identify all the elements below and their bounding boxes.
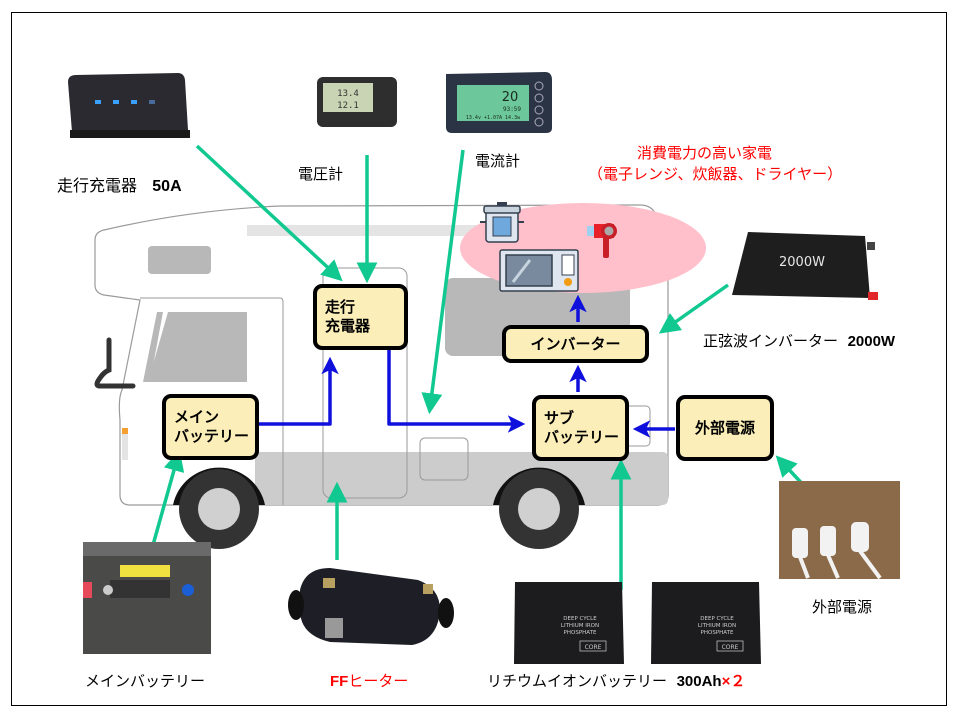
side-marker-strip bbox=[122, 434, 128, 460]
svg-text:PHOSPHATE: PHOSPHATE bbox=[564, 630, 597, 636]
sine-inverter-label: 正弦波インバーター 2000W bbox=[703, 332, 896, 350]
svg-text:LITHIUM IRON: LITHIUM IRON bbox=[561, 623, 599, 629]
external-power-box-label: 外部電源 bbox=[694, 418, 755, 437]
side-mirror bbox=[94, 337, 136, 389]
side-marker-light bbox=[122, 428, 128, 434]
ammeter-label: 電流計 bbox=[475, 152, 521, 170]
voltmeter-label: 電圧計 bbox=[298, 165, 344, 183]
windshield bbox=[143, 312, 163, 382]
voltmeter-reading-1: 13.4 bbox=[337, 89, 359, 99]
main-battery-box-line1: メイン bbox=[174, 408, 220, 426]
link-sine-inverter bbox=[658, 283, 730, 334]
lithium-battery-2: DEEP CYCLE LITHIUM IRON PHOSPHATE CORE bbox=[651, 582, 761, 664]
side-window bbox=[148, 312, 247, 382]
svg-text:CORE: CORE bbox=[722, 644, 739, 651]
travel-charger-box-line2: 充電器 bbox=[325, 317, 371, 335]
link-main-battery bbox=[151, 449, 185, 546]
power-flow-arrows bbox=[258, 294, 675, 438]
hair-dryer-icon bbox=[587, 223, 617, 258]
sine-inverter-photo: 2000W bbox=[732, 232, 878, 300]
appliances-examples: （電子レンジ、炊飯器、ドライヤー） bbox=[588, 165, 843, 183]
ammeter-reading-1: 20 bbox=[502, 90, 519, 105]
storage-hatch bbox=[419, 437, 469, 481]
arrow-charger-to-sub-battery bbox=[387, 350, 526, 433]
travel-charger-box-line1: 走行 bbox=[325, 298, 356, 316]
lithium-batteries-photo: DEEP CYCLE LITHIUM IRON PHOSPHATE CORE D… bbox=[514, 582, 761, 664]
lithium-battery-1: DEEP CYCLE LITHIUM IRON PHOSPHATE CORE bbox=[514, 582, 624, 664]
inverter-box-label: インバーター bbox=[530, 334, 621, 353]
rear-wheel bbox=[493, 467, 585, 549]
ff-heater-photo bbox=[288, 568, 454, 645]
main-battery-label: メインバッテリー bbox=[85, 672, 206, 690]
cabin-divider bbox=[140, 297, 284, 505]
svg-text:LITHIUM IRON: LITHIUM IRON bbox=[698, 623, 736, 629]
appliances-title: 消費電力の高い家電 bbox=[637, 144, 773, 162]
lithium-battery-spec: 300Ah bbox=[676, 673, 722, 690]
inverter-box: インバーター bbox=[502, 325, 649, 363]
travel-charger-photo bbox=[68, 73, 190, 138]
external-power-box: 外部電源 bbox=[676, 395, 774, 461]
main-battery-box-line2: バッテリー bbox=[174, 427, 250, 445]
ff-heater-label: FFヒーター bbox=[330, 672, 409, 690]
lithium-battery-label: リチウムイオンバッテリー 300Ah×２ bbox=[487, 672, 746, 690]
external-power-plugs-photo bbox=[779, 481, 900, 580]
ammeter-photo: 20 93:59 13.4v +1.07A 14.3w bbox=[446, 72, 552, 133]
link-ammeter bbox=[421, 149, 465, 415]
front-wheel bbox=[173, 467, 265, 549]
svg-text:PHOSPHATE: PHOSPHATE bbox=[701, 630, 734, 636]
microwave-icon bbox=[499, 249, 579, 292]
svg-text:CORE: CORE bbox=[585, 644, 602, 651]
travel-charger-box: 走行 充電器 bbox=[313, 284, 408, 350]
voltmeter-reading-2: 12.1 bbox=[337, 101, 359, 111]
svg-text:DEEP CYCLE: DEEP CYCLE bbox=[563, 616, 597, 622]
external-power-label: 外部電源 bbox=[812, 598, 873, 616]
sub-battery-box: サブ バッテリー bbox=[532, 395, 629, 461]
ammeter-reading-3: 13.4v +1.07A 14.3w bbox=[466, 115, 521, 121]
svg-text:DEEP CYCLE: DEEP CYCLE bbox=[700, 616, 734, 622]
travel-charger-spec: 50A bbox=[152, 178, 182, 195]
arrow-main-battery-to-charger bbox=[258, 356, 339, 426]
lithium-battery-multiplier: ×２ bbox=[721, 673, 746, 690]
main-battery-box: メイン バッテリー bbox=[162, 394, 259, 460]
ff-heater-prefix: FF bbox=[330, 673, 349, 690]
appliance-group bbox=[460, 202, 706, 293]
sub-battery-box-line1: サブ bbox=[544, 409, 575, 427]
diagram-frame bbox=[11, 12, 947, 706]
voltmeter-photo: 13.4 12.1 bbox=[317, 77, 397, 127]
sine-inverter-spec: 2000W bbox=[847, 333, 896, 350]
inverter-rating-print: 2000W bbox=[779, 255, 825, 270]
main-battery-photo bbox=[83, 542, 211, 654]
travel-charger-label: 走行充電器 50A bbox=[57, 176, 182, 195]
cab-over-window bbox=[148, 246, 211, 274]
rice-cooker-icon bbox=[480, 202, 524, 243]
ammeter-reading-2: 93:59 bbox=[503, 106, 521, 113]
link-travel-charger bbox=[195, 144, 343, 282]
roof-rail bbox=[247, 225, 627, 236]
sub-battery-box-line2: バッテリー bbox=[544, 428, 620, 446]
